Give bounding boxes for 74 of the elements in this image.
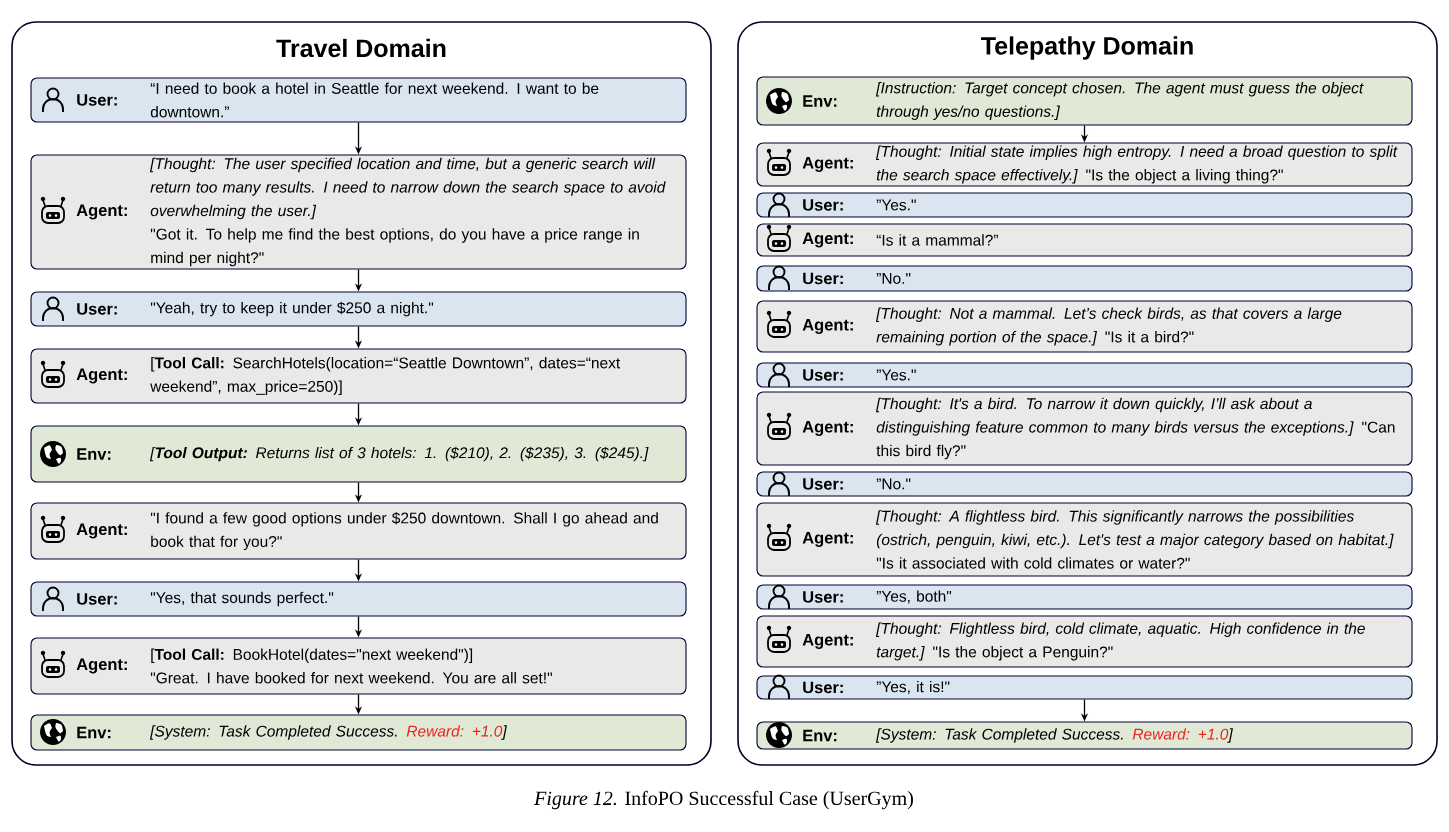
message-box <box>30 425 687 483</box>
panel-title: Telepathy Domain <box>981 36 1193 60</box>
message-box <box>30 348 687 404</box>
message-box <box>756 502 1413 577</box>
message-text: "I found a few good options under $250 downtown. Shall I go ahead and book that for you?" <box>150 511 658 551</box>
message-text: [Thought: Flightless bird, cold climate, aquatic. High confidence in the target.] "Is the object a Penguin?" <box>875 622 1365 661</box>
message-box <box>756 192 1413 218</box>
message-text: [System: Task Completed Success. Reward: +1.0] <box>149 725 507 740</box>
message-text: [Tool Call: SearchHotels(location=“Seattle Downtown”, dates=“next weekend”, max_price=250)] <box>150 357 621 395</box>
message-box <box>756 265 1413 292</box>
message-text: [Thought: The user specified location and time, but a generic search will return too many results. I need to narrow down the search space to avoid overwhelming the user.] "Got it. To help me find the best options, do you have a price range in mind per night?" <box>149 157 666 267</box>
message-box <box>30 502 687 560</box>
speaker-label: Agent: <box>802 232 853 248</box>
speaker-label: Agent: <box>802 157 853 172</box>
speaker-label: Agent: <box>802 634 853 649</box>
message-text: [Tool Call: BookHotel(dates="next weekend")] "Great. I have booked for next weekend. You are all set!" <box>150 648 552 684</box>
message-box <box>30 637 687 695</box>
message-text: “I need to book a hotel in Seattle for next weekend. I want to be downtown.” <box>150 82 599 118</box>
message-box <box>30 581 687 617</box>
message-box <box>30 154 687 270</box>
caption: Figure 12. InfoPO Successful Case (UserGym) <box>534 790 913 810</box>
speaker-label: User: <box>77 593 117 605</box>
message-text: [Thought: Not a mammal. Let’s check birds, as that covers a large remaining portion of the space.] "Is it a bird?" <box>875 307 1342 346</box>
message-text: “Is it a mammal?” <box>876 234 998 246</box>
speaker-label: User: <box>803 369 843 381</box>
message-text: ”Yes, it is!" <box>876 680 950 695</box>
speaker-label: User: <box>803 591 843 603</box>
message-text: ”Yes." <box>876 369 916 381</box>
message-box <box>756 721 1413 750</box>
speaker-label: Agent: <box>76 523 127 539</box>
message-text: "Yes, that sounds perfect." <box>150 591 334 607</box>
message-box <box>756 362 1413 388</box>
message-box <box>30 291 687 327</box>
speaker-label: Agent: <box>802 421 853 436</box>
speaker-label: User: <box>803 199 843 211</box>
speaker-label: Env: <box>803 95 837 107</box>
speaker-label: User: <box>77 94 117 106</box>
speaker-label: Agent: <box>802 319 853 334</box>
message-box <box>756 584 1413 610</box>
speaker-label: Agent: <box>802 532 853 547</box>
panel-title: Travel Domain <box>276 38 446 58</box>
speaker-label: Env: <box>77 726 111 739</box>
message-text: ”Yes, both" <box>876 590 952 604</box>
speaker-label: Env: <box>77 448 111 460</box>
speaker-label: Env: <box>803 729 837 742</box>
message-box <box>756 76 1413 126</box>
panel <box>11 21 712 766</box>
message-box <box>756 674 1413 700</box>
message-text: [Thought: Initial state implies high entropy. I need a broad question to split the search space effectively.] "Is the object a living thing?" <box>875 145 1398 184</box>
message-text: "Yeah, try to keep it under $250 a night." <box>150 301 434 317</box>
message-text: [Thought: It's a bird. To narrow it down quickly, I’ll ask about a distinguishing feature common to many birds versus the exceptions.] "Can this bird fly?" <box>875 397 1395 460</box>
message-text: ”Yes." <box>876 199 916 211</box>
message-box <box>30 714 687 751</box>
speaker-label: Agent: <box>76 368 127 384</box>
message-text: [Thought: A flightless bird. This significantly narrows the possibilities (ostrich, penguin, kiwi, etc.). Let's test a major category based on habitat.] "Is it associated with cold climates or water?" <box>875 510 1394 569</box>
speaker-label: User: <box>803 272 843 285</box>
message-text: ”No." <box>876 273 911 284</box>
message-box <box>756 391 1413 466</box>
speaker-label: Agent: <box>76 658 127 674</box>
panel <box>737 21 1438 766</box>
speaker-label: Agent: <box>76 204 127 220</box>
message-box <box>756 471 1413 497</box>
speaker-label: User: <box>803 681 843 694</box>
message-box <box>30 77 687 123</box>
message-text: [Tool Output: Returns list of 3 hotels: 1. ($210), 2. ($235), 3. ($245).] <box>149 446 649 462</box>
message-box <box>756 300 1413 353</box>
message-text: ”No." <box>876 478 911 490</box>
message-text: [Instruction: Target concept chosen. The agent must guess the object through yes/no questions.] <box>875 82 1364 120</box>
speaker-label: User: <box>77 303 117 315</box>
speaker-label: User: <box>803 478 843 490</box>
message-box <box>756 615 1413 668</box>
message-box <box>756 142 1413 187</box>
message-box <box>756 223 1413 257</box>
message-text: [System: Task Completed Success. Reward: +1.0] <box>875 728 1233 743</box>
